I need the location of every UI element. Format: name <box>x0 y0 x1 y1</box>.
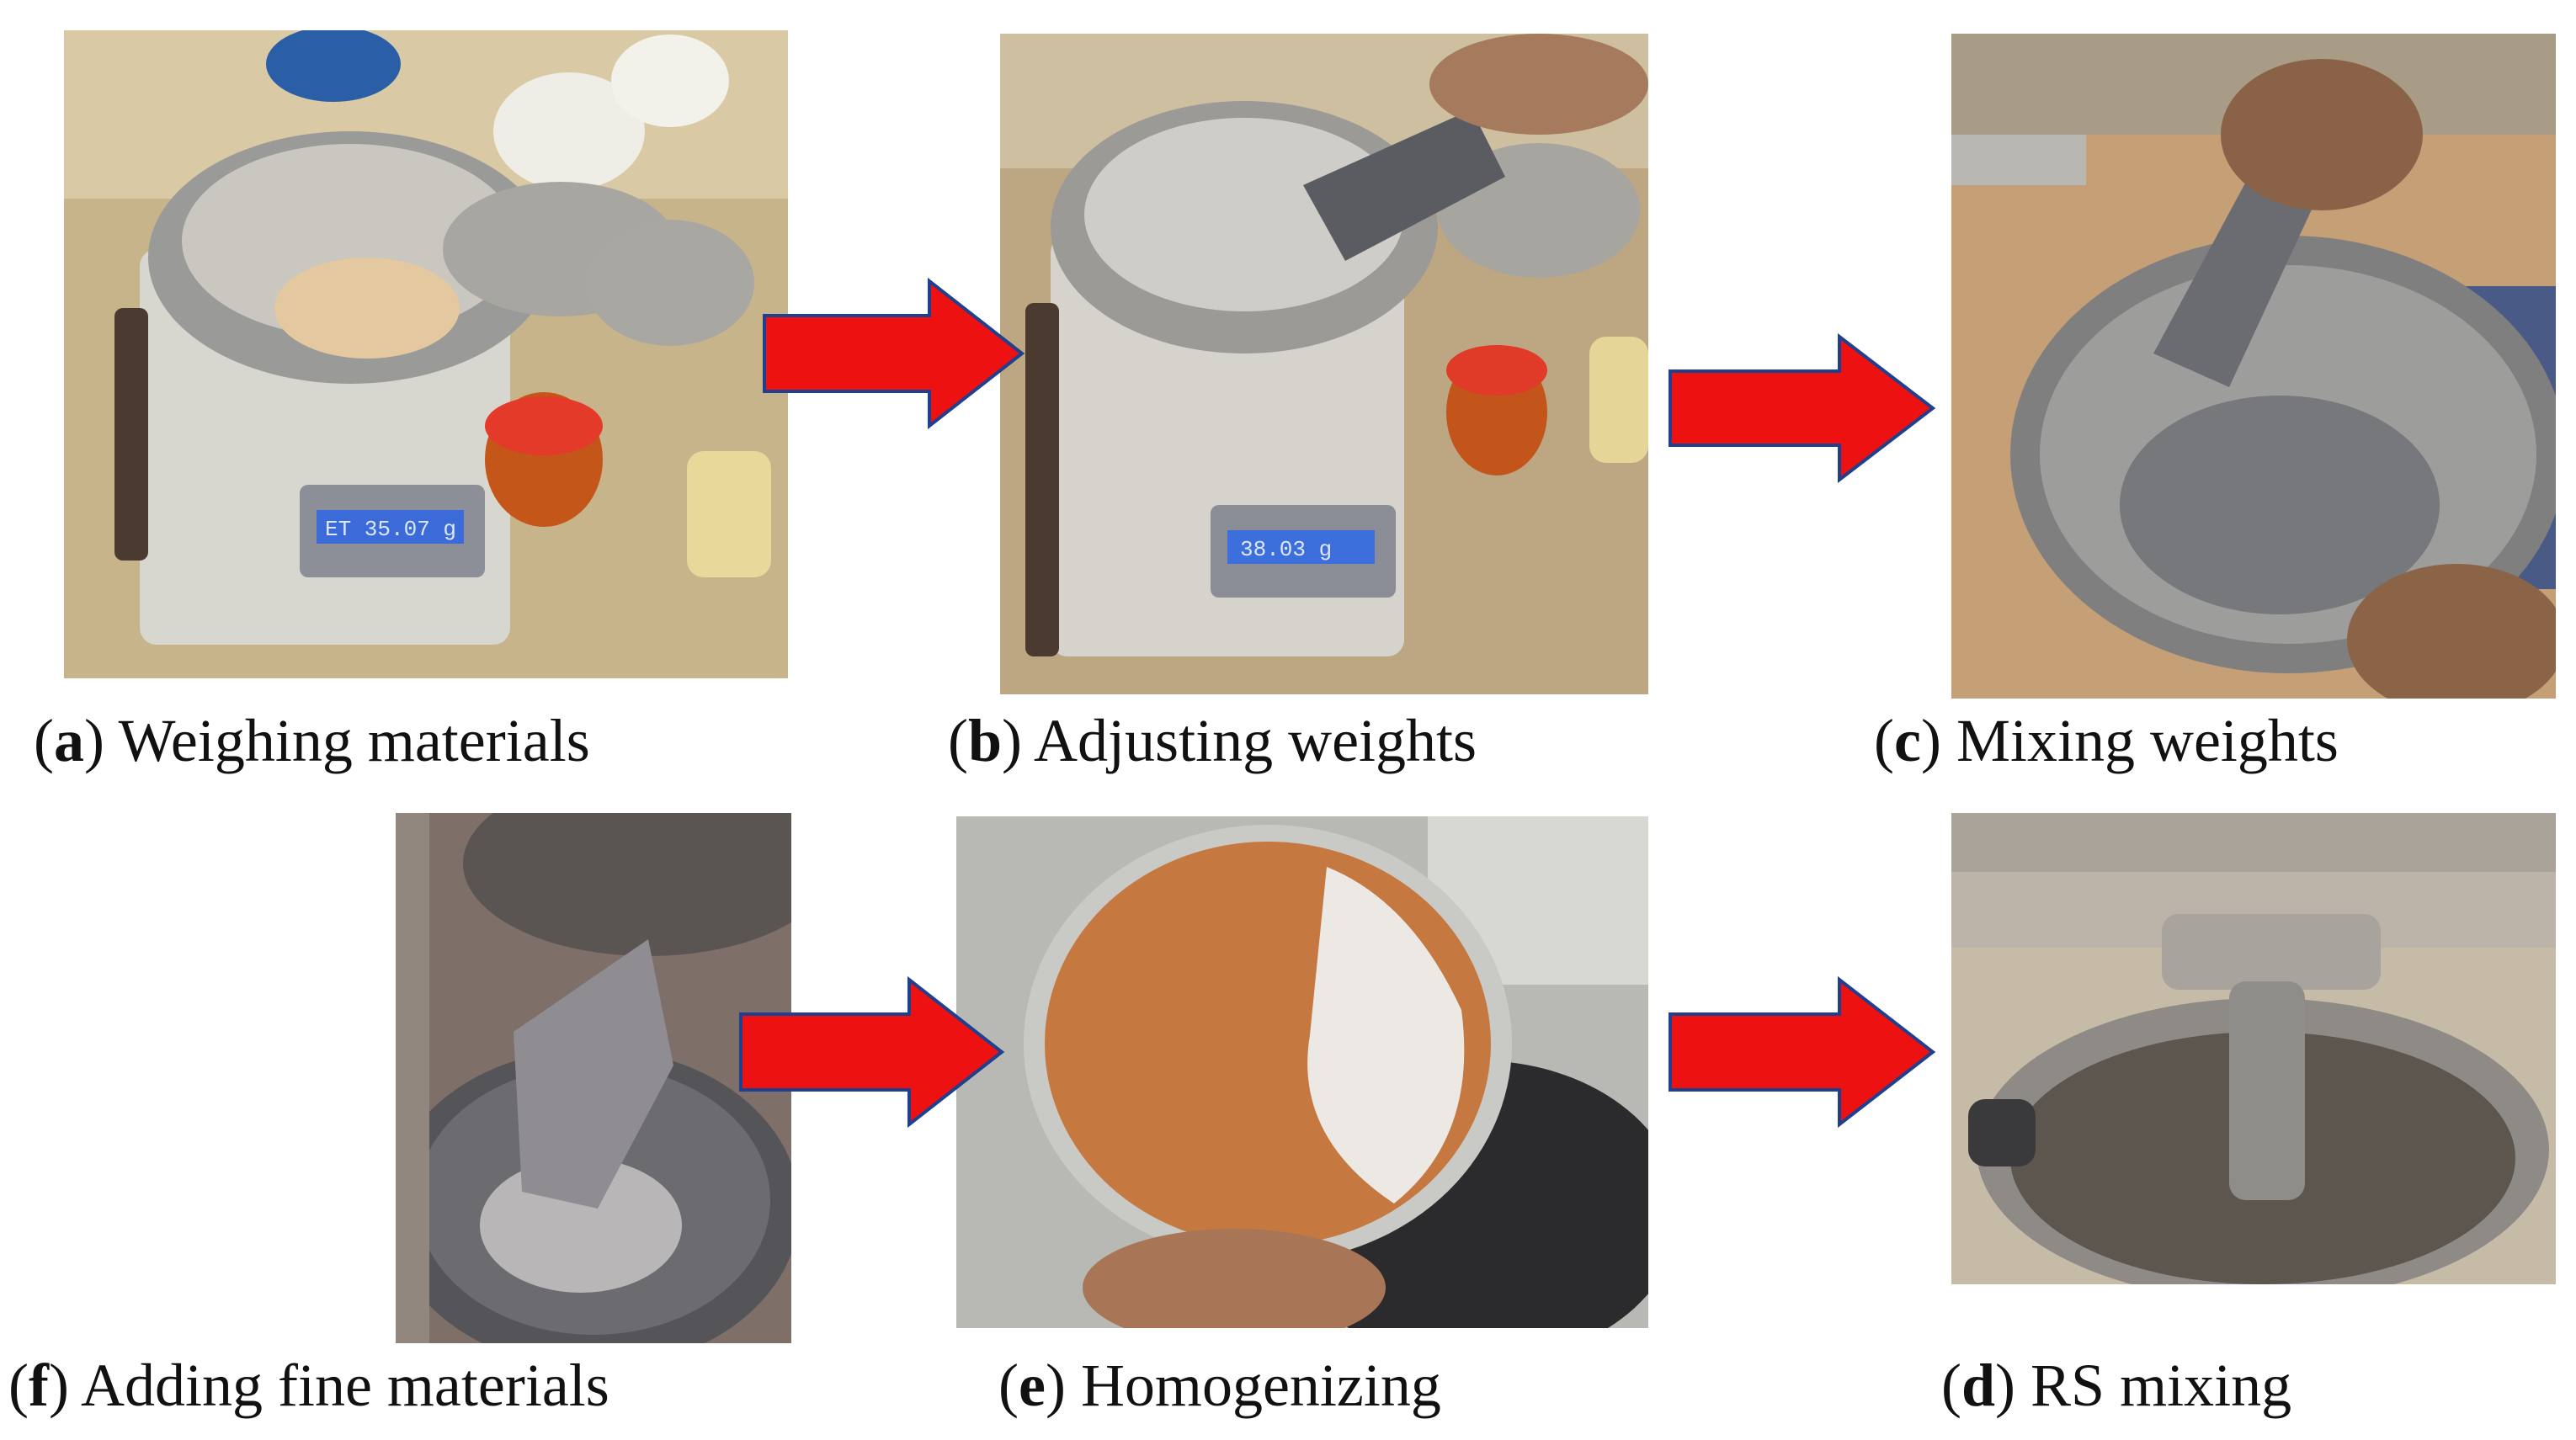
caption-f: (f) Adding fine materials <box>8 1352 609 1419</box>
caption-e: (e) Homogenizing <box>998 1352 1441 1419</box>
caption-text-e: Homogenizing <box>1080 1352 1441 1419</box>
caption-a: (a) Weighing materials <box>34 707 590 774</box>
caption-c: (c) Mixing weights <box>1874 707 2339 774</box>
caption-letter-d: d <box>1961 1352 1996 1419</box>
caption-letter-f: f <box>28 1352 49 1419</box>
caption-d: (d) RS mixing <box>1941 1352 2292 1419</box>
caption-b: (b) Adjusting weights <box>948 707 1477 774</box>
caption-letter-c: c <box>1893 707 1921 774</box>
scale-display-b-text: 38.03 g <box>1240 537 1332 562</box>
arrow-e-to-d <box>1667 976 1936 1128</box>
caption-letter-b: b <box>967 707 1003 774</box>
scale-display-a-text: ET 35.07 g <box>325 517 456 542</box>
arrow-a-to-b <box>761 278 1025 429</box>
caption-letter-e: e <box>1018 1352 1046 1419</box>
caption-letter-a: a <box>53 707 84 774</box>
photo-homogenizing <box>956 816 1648 1328</box>
photo-adjusting-weights: 38.03 g <box>1000 34 1648 694</box>
arrow-b-to-c <box>1667 333 1936 483</box>
caption-text-f: Adding fine materials <box>80 1352 609 1419</box>
caption-text-b: Adjusting weights <box>1034 707 1477 774</box>
caption-text-a: Weighing materials <box>118 707 590 774</box>
caption-text-d: RS mixing <box>2030 1352 2292 1419</box>
arrow-f-to-e <box>737 976 1005 1128</box>
photo-mixing-weights <box>1951 34 2556 699</box>
photo-adding-fine-materials <box>396 813 791 1343</box>
photo-weighing-materials: ET 35.07 g <box>64 30 788 678</box>
caption-text-c: Mixing weights <box>1956 707 2339 774</box>
photo-rs-mixing <box>1951 813 2556 1284</box>
